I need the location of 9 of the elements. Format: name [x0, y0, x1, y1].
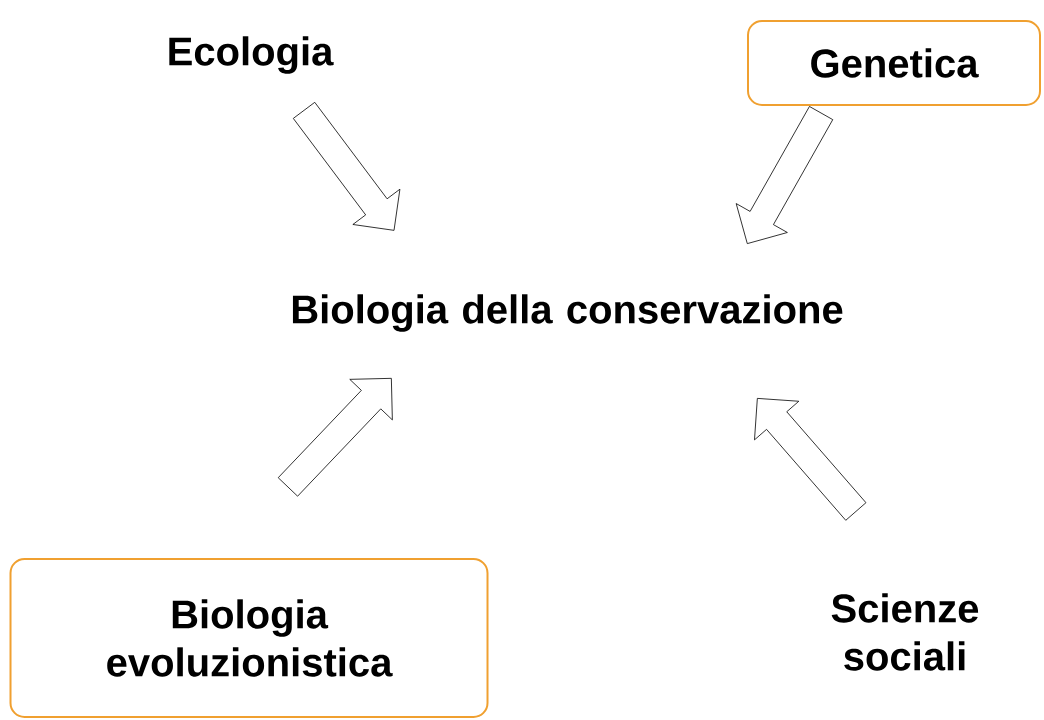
block-arrow	[735, 106, 834, 244]
topic-label: Scienze sociali	[831, 593, 979, 671]
block-arrow	[292, 101, 401, 231]
topic-label: Biologia della conservazione	[292, 294, 843, 332]
block-arrow	[754, 398, 867, 521]
topic-box: Biologia evoluzionistica	[9, 558, 489, 718]
topic-box: Genetica	[747, 20, 1041, 106]
topic-label: Ecologia	[169, 36, 334, 74]
block-arrow	[277, 377, 393, 497]
